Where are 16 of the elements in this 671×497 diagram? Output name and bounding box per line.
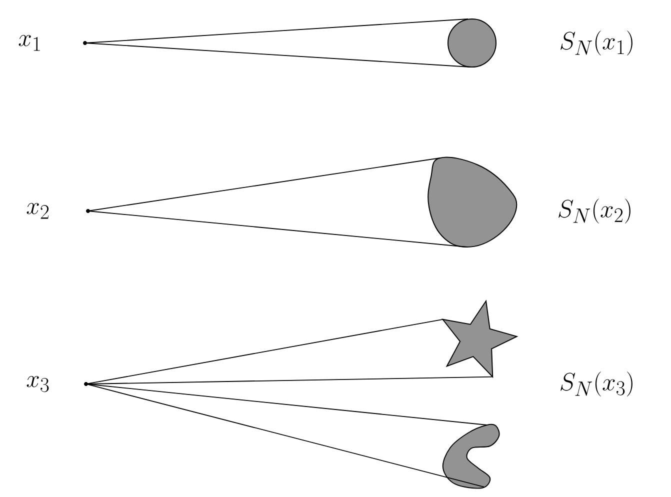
- tangent-line: [86, 318, 444, 384]
- tangent-line: [88, 210, 468, 248]
- tangent-line: [84, 42, 470, 68]
- disc-shape: [448, 18, 496, 68]
- set-label: $S_N(x_2)$: [558, 198, 630, 224]
- tangent-line: [88, 158, 440, 212]
- tangent-line: [86, 384, 484, 488]
- tangent-line: [86, 376, 494, 384]
- point-label: $x_1$: [18, 35, 40, 51]
- crescent-shape: [442, 424, 500, 489]
- point-label: $x_2$: [26, 203, 49, 219]
- point-label: $x_3$: [26, 376, 49, 392]
- set-label: $S_N(x_1)$: [560, 30, 632, 56]
- tangent-line: [86, 384, 488, 426]
- blob-shape: [428, 156, 518, 248]
- set-label: $S_N(x_3)$: [560, 372, 632, 396]
